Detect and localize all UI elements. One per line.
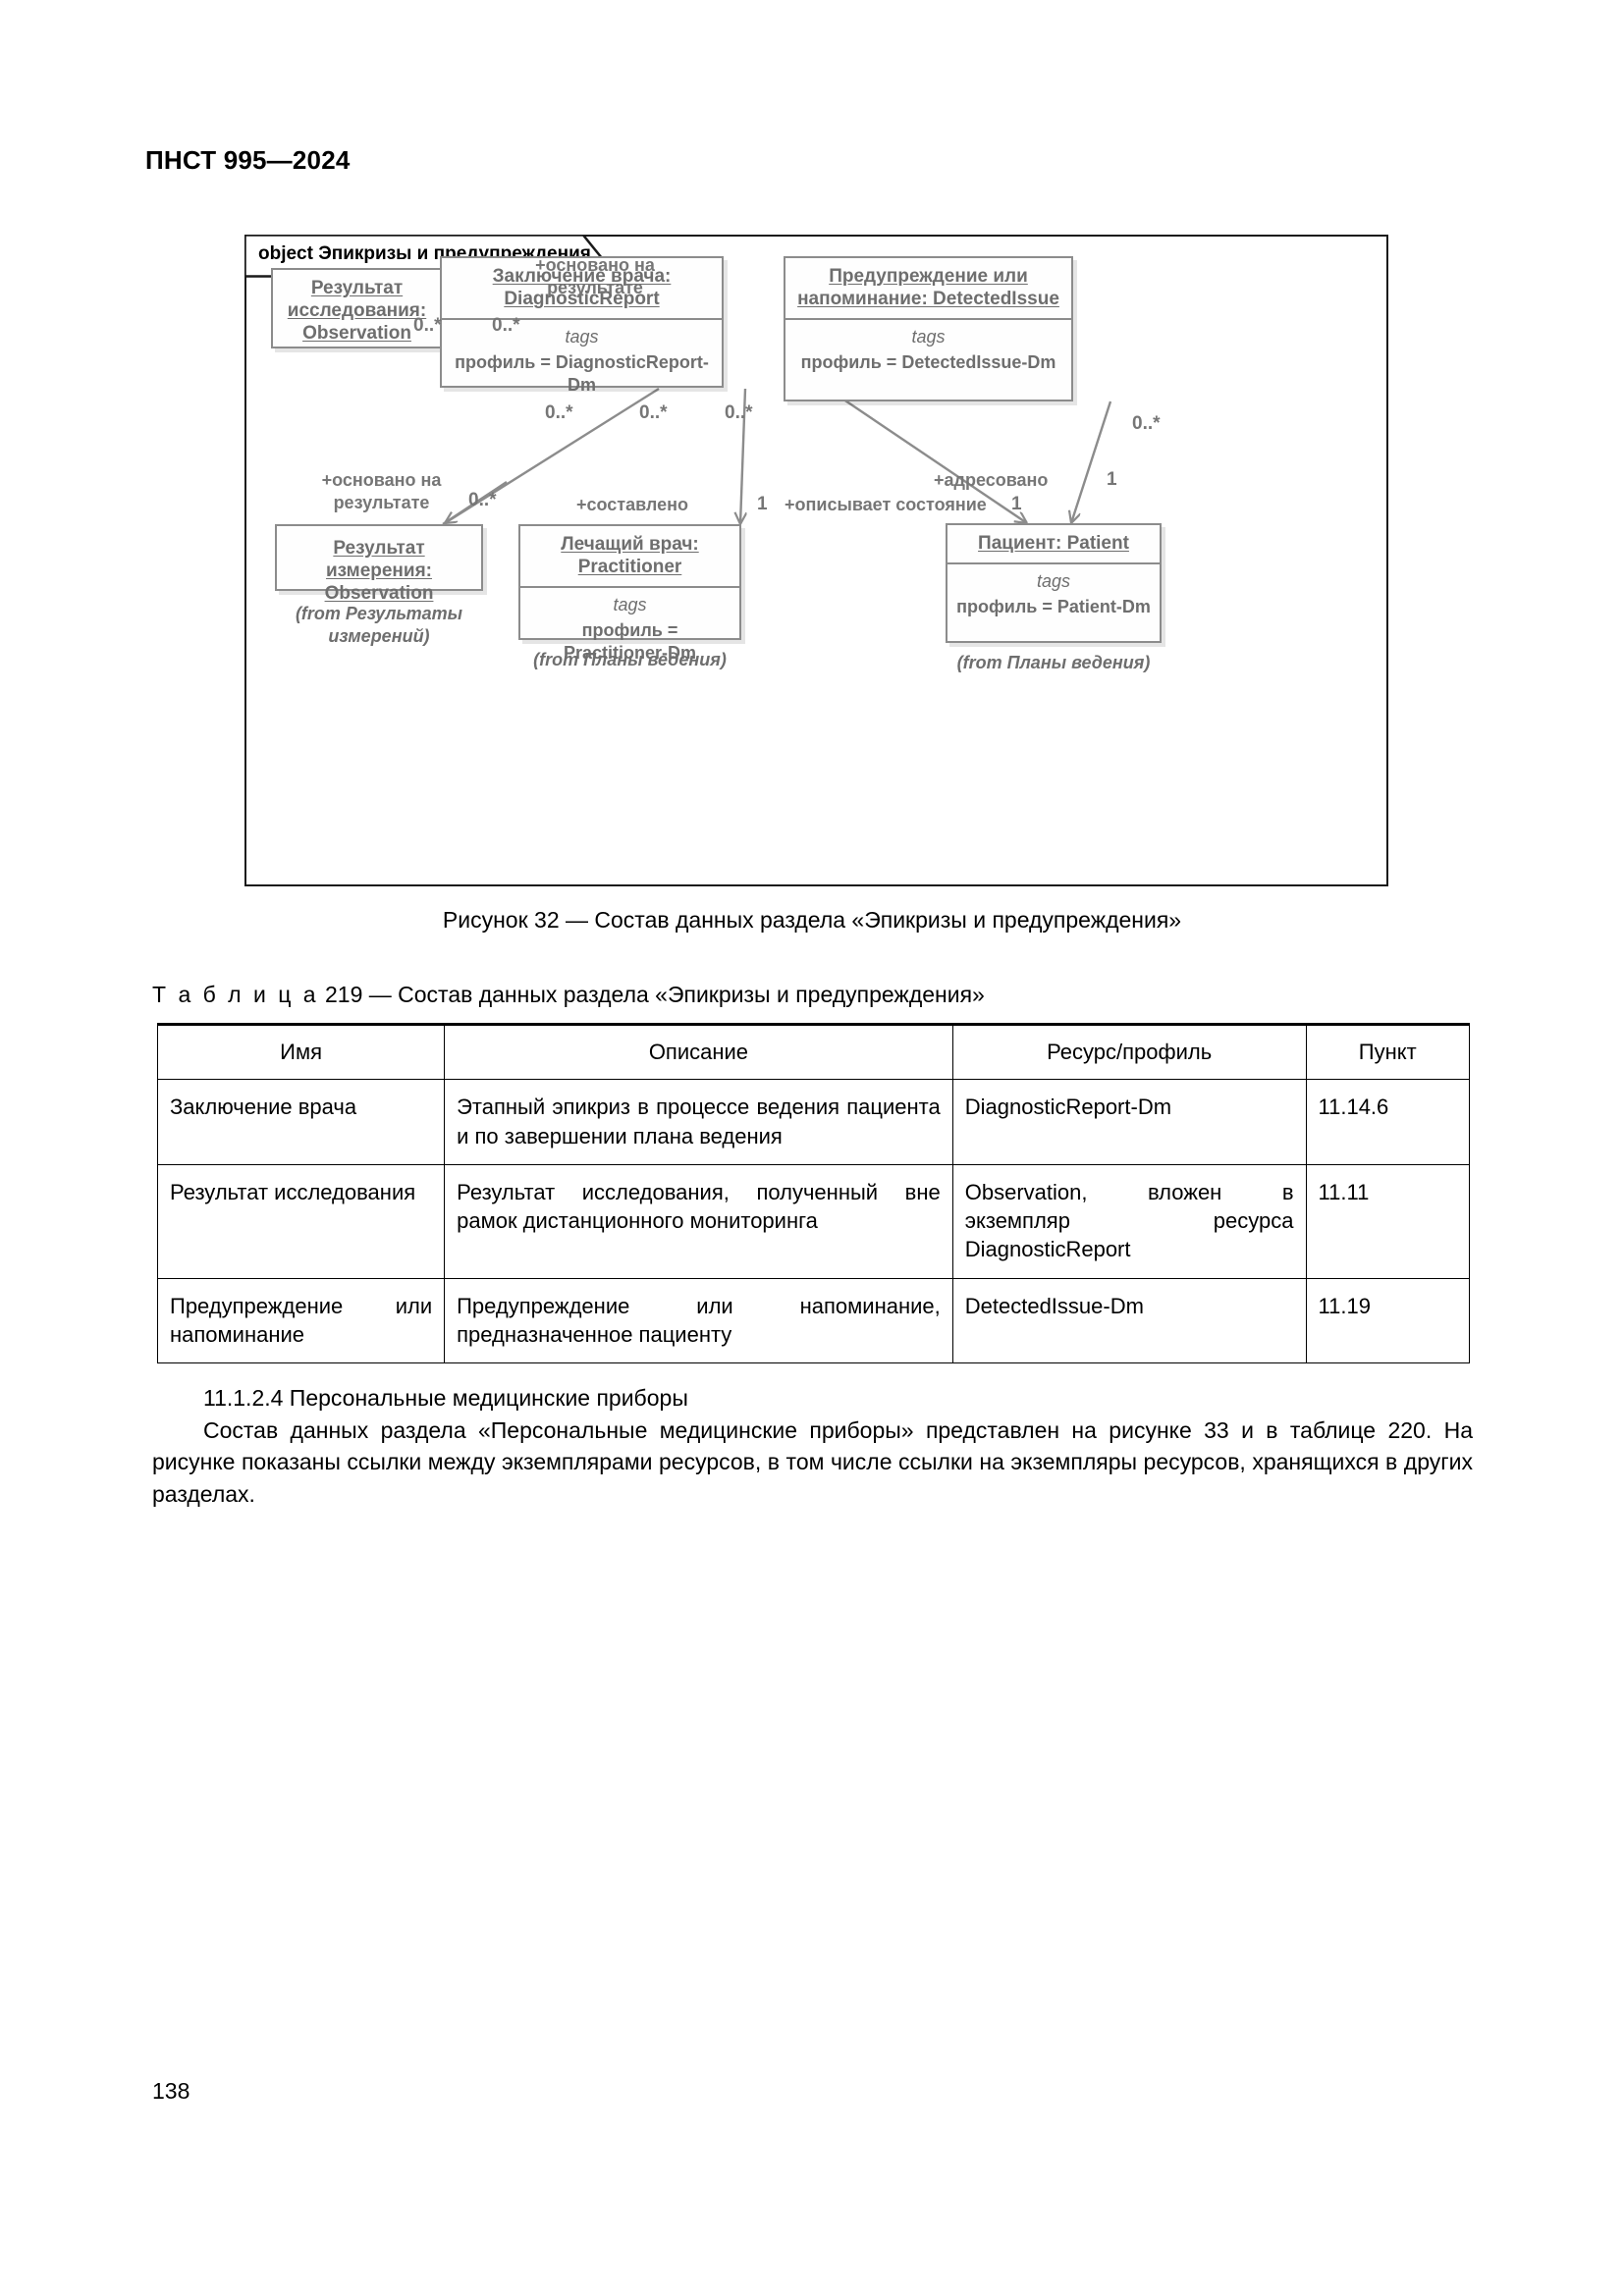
uml-box-title: Пациент: Patient — [978, 533, 1129, 554]
uml-box-title: Результат измерения: Observation — [324, 538, 434, 605]
uml-box-observation-measure: Результат измерения: Observation — [275, 524, 483, 604]
section-paragraph: Состав данных раздела «Персональные меди… — [152, 1416, 1473, 1507]
edge-mult-dr-obs-study-source: 0..* — [492, 315, 520, 336]
table-header-name: Имя — [156, 1022, 446, 1081]
uml-compartment-divider — [520, 586, 739, 589]
edge-mult-di-patient-target: 1 — [1107, 469, 1117, 490]
edge-label-based-on-result-lower: +основано на результате — [321, 470, 442, 512]
table-row: Результат исследования Результат исследо… — [156, 1163, 1471, 1279]
table-header-row: Имя Описание Ресурс/профиль Пункт — [156, 1022, 1471, 1081]
table-cell-resource: DiagnosticReport-Dm — [951, 1079, 1307, 1165]
uml-box-title: Предупреждение или напоминание: Detected… — [797, 266, 1059, 310]
section-heading: 11.1.2.4 Персональные медицинские прибор… — [203, 1385, 688, 1411]
table-cell-description: Предупреждение или напоминание, предназн… — [444, 1277, 953, 1363]
table-cell-name: Предупреждение или напоминание — [156, 1277, 446, 1363]
table-cell-resource: Observation, вложен в экземпляр ресурса … — [951, 1163, 1307, 1279]
uml-box-diagnostic-report: Заключение врача: DiagnosticReport tags … — [440, 256, 724, 395]
table-cell-item: 11.11 — [1305, 1163, 1471, 1279]
uml-compartment-divider — [947, 562, 1160, 565]
uml-object-diagram-frame: object Эпикризы и предупреждения — [244, 235, 1388, 886]
table-cell-name: Результат исследования — [156, 1163, 446, 1279]
table-caption: Т а б л и ц а 219 — Состав данных раздел… — [152, 982, 985, 1008]
figure-caption: Рисунок 32 — Состав данных раздела «Эпик… — [442, 907, 1182, 933]
table-cell-resource: DetectedIssue-Dm — [951, 1277, 1307, 1363]
data-table: Имя Описание Ресурс/профиль Пункт Заключ… — [156, 1022, 1471, 1363]
edge-mult-dr-obs-measure-source: 0..* — [545, 402, 573, 423]
table-row: Заключение врача Этапный эпикриз в проце… — [156, 1079, 1471, 1165]
table-cell-item: 11.14.6 — [1305, 1079, 1471, 1165]
edge-mult-dr-patient-source: 0..* — [725, 402, 753, 423]
uml-compartment-divider — [785, 318, 1071, 321]
uml-from-note-practitioner: (from Планы ведения) — [533, 650, 727, 669]
edge-label-composed-by: +составлено — [575, 495, 688, 514]
page-number: 138 — [152, 2078, 190, 2104]
uml-box-title: Результат исследования: Observation — [287, 278, 427, 345]
uml-compartment-divider — [442, 318, 722, 321]
uml-box-tags: tags профиль = Patient-Dm — [956, 571, 1151, 616]
table-header-resource: Ресурс/профиль — [951, 1022, 1307, 1081]
uml-box-title: Лечащий врач: Practitioner — [561, 534, 699, 578]
edge-label-addressed-to: +адресовано — [934, 470, 1049, 490]
uml-box-tags: tags профиль = Practitioner-Dm — [563, 595, 697, 664]
uml-box-tags: tags профиль = DiagnosticReport-Dm — [455, 327, 709, 396]
edge-mult-di-patient-source: 0..* — [1132, 413, 1161, 434]
edge-mult-dr-obs-measure-target: 0..* — [468, 490, 497, 510]
table-header-description: Описание — [444, 1022, 953, 1081]
table-caption-number: 219 — [324, 982, 363, 1007]
uml-box-detected-issue: Предупреждение или напоминание: Detected… — [784, 256, 1073, 401]
edge-mult-dr-patient-target: 1 — [1011, 494, 1022, 514]
table-caption-text: — Состав данных раздела «Эпикризы и пред… — [368, 982, 985, 1007]
uml-box-title: Заключение врача: DiagnosticReport — [492, 266, 672, 310]
table-cell-description: Результат исследования, полученный вне р… — [444, 1163, 953, 1279]
table-cell-item: 11.19 — [1305, 1277, 1471, 1363]
table-cell-name: Заключение врача — [156, 1079, 446, 1165]
uml-box-practitioner: Лечащий врач: Practitioner tags профиль … — [518, 524, 741, 663]
uml-box-patient: Пациент: Patient tags профиль = Patient-… — [946, 523, 1162, 643]
body-text-block: 11.1.2.4 Персональные медицинские прибор… — [152, 1382, 1473, 1511]
table-row: Предупреждение или напоминание Предупреж… — [156, 1277, 1471, 1363]
uml-from-note-observation-measure: (from Результаты измерений) — [295, 604, 463, 646]
edge-label-describes-state: +описывает состояние — [785, 495, 987, 514]
uml-from-note-patient: (from Планы ведения) — [956, 653, 1151, 672]
table-header-item: Пункт — [1305, 1022, 1471, 1081]
table-cell-description: Этапный эпикриз в процессе ведения пацие… — [444, 1079, 953, 1165]
edge-mult-dr-practitioner-source: 0..* — [639, 402, 668, 423]
table-caption-prefix: Т а б л и ц а — [152, 982, 319, 1007]
edge-mult-dr-obs-study-target: 0..* — [413, 315, 442, 336]
uml-box-tags: tags профиль = DetectedIssue-Dm — [800, 327, 1056, 372]
edge-mult-dr-practitioner-target: 1 — [757, 494, 768, 514]
document-header: ПНСТ 995—2024 — [145, 145, 351, 175]
